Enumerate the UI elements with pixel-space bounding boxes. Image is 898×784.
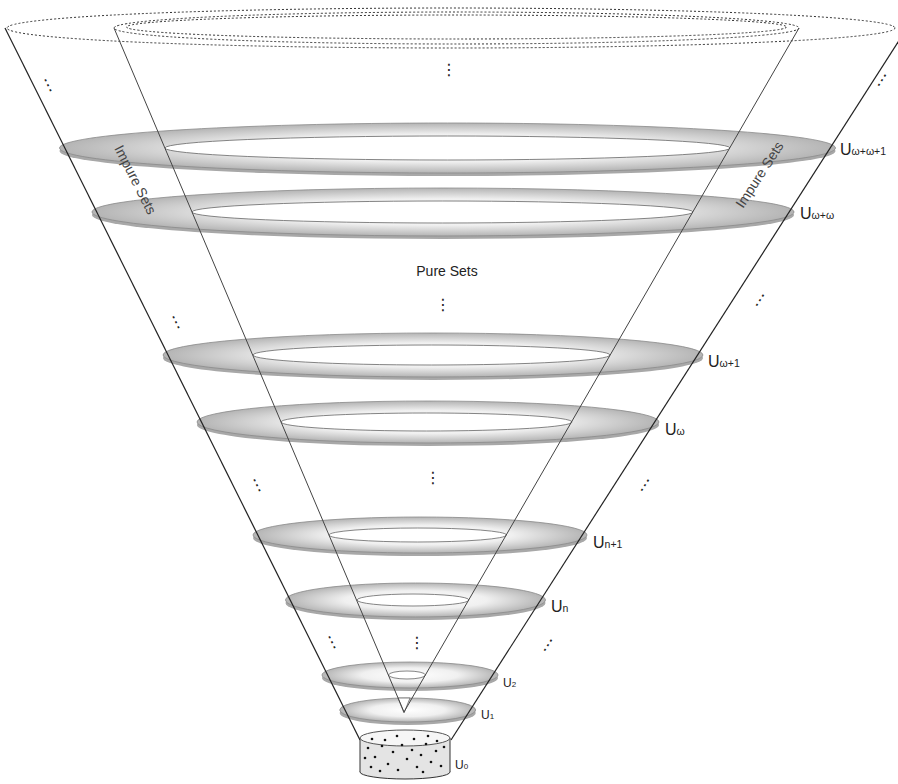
level-label: Uω+ω+1 — [840, 141, 886, 159]
level-label: Uω+1 — [708, 353, 740, 371]
inner-cone-line — [404, 28, 799, 712]
ellipsis-mark: ⋮ — [748, 288, 771, 311]
region-label: Pure Sets — [416, 264, 477, 279]
inner-rim — [127, 15, 787, 39]
ellipsis-mark: ⋮ — [435, 296, 451, 314]
ellipsis-mark: ⋮ — [37, 74, 59, 97]
level-label: U2 — [503, 677, 516, 690]
outer-rim — [7, 8, 895, 48]
ellipsis-mark: ⋮ — [321, 631, 343, 654]
level-label: Un — [551, 598, 568, 616]
inner-cone-line — [114, 28, 404, 712]
level-label: Uω+ω — [800, 205, 834, 223]
inner-rim — [114, 12, 799, 44]
level-label: U1 — [481, 709, 494, 722]
level-label: Uω — [665, 421, 685, 439]
level-disks — [60, 123, 836, 725]
ellipsis-mark: ⋮ — [633, 473, 656, 496]
level-label: U0 — [455, 759, 468, 772]
ellipsis-mark: ⋮ — [165, 311, 187, 334]
region-label: Impure Sets — [733, 139, 787, 211]
ellipsis-mark: ⋮ — [425, 469, 441, 487]
ellipsis-mark: ⋮ — [409, 634, 425, 652]
ellipsis-mark: ⋮ — [536, 633, 559, 656]
level-label: Un+1 — [593, 534, 622, 552]
ellipsis-mark: ⋮ — [441, 61, 457, 79]
urelement-cylinder — [360, 730, 450, 779]
region-label: Impure Sets — [111, 143, 159, 217]
outer-cone-line — [5, 28, 360, 740]
outer-cone-line — [451, 28, 898, 740]
ellipsis-mark: ⋮ — [871, 68, 894, 91]
ellipsis-mark: ⋮ — [246, 474, 268, 497]
